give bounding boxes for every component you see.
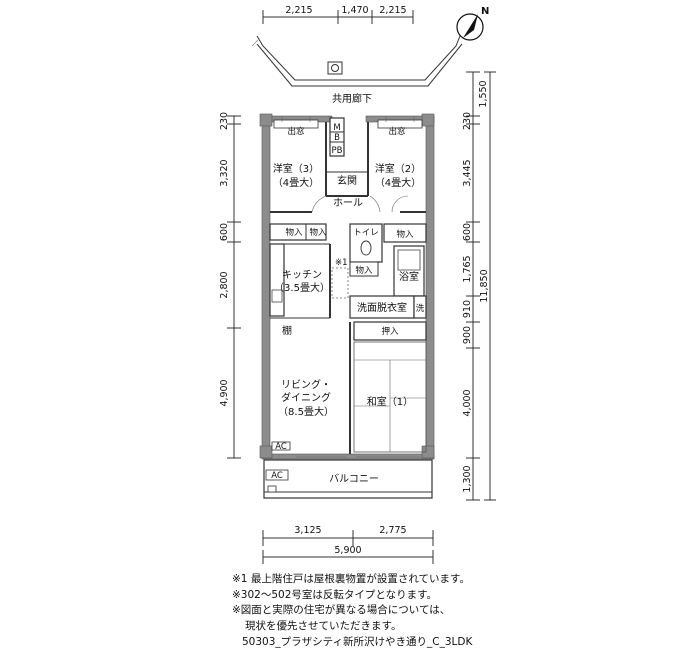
top-dimension: 2,215 1,470 2,215 <box>262 5 414 24</box>
washer-label: 洗 <box>416 303 425 314</box>
ac-label-2: AC <box>271 471 283 481</box>
top-dim-3: 2,215 <box>379 5 406 16</box>
kitchen-name: キッチン <box>282 269 322 281</box>
closet-label: 押入 <box>381 326 399 337</box>
mb-label-m: M <box>333 123 340 133</box>
right-dim-7: 900 <box>462 326 473 344</box>
bedroom2-name: 洋室（2） <box>375 162 421 175</box>
hall-label: ホール <box>333 197 363 209</box>
top-dim-1: 2,215 <box>285 5 312 16</box>
storage-label-4: 物入 <box>355 265 373 276</box>
right-dimensions: 1,550 230 3,445 600 1,765 910 900 4,000 … <box>462 71 496 501</box>
right-dim-5: 1,765 <box>462 255 473 282</box>
shelf-label: 棚 <box>282 324 292 337</box>
footer-caption: 50303_プラザシティ新所沢けやき通り_C_3LDK <box>242 636 473 648</box>
bottom-dimensions: 3,125 2,775 5,900 <box>262 525 434 564</box>
bay-window-left-label: 出窓 <box>287 126 305 137</box>
bottom-dim-2: 2,775 <box>379 525 406 536</box>
right-dim-4: 600 <box>462 223 473 241</box>
toilet-label: トイレ <box>353 228 379 238</box>
bedroom2-size: （4畳大） <box>375 176 421 189</box>
bay-window-right-label: 出窓 <box>388 126 406 137</box>
top-dim-2: 1,470 <box>341 5 368 16</box>
left-dim-2: 3,320 <box>219 159 230 186</box>
left-dim-4: 2,800 <box>219 271 230 298</box>
living-size: （8.5畳大） <box>278 405 334 418</box>
left-dim-3: 600 <box>219 223 230 241</box>
right-dim-2: 230 <box>462 112 473 130</box>
right-dim-8: 4,000 <box>462 389 473 416</box>
attic-note-mark: ※1 <box>335 258 348 268</box>
bedroom3-name: 洋室（3） <box>273 162 319 175</box>
right-dim-total: 11,850 <box>479 269 490 302</box>
note-2: ※302～502号室は反転タイプとなります。 <box>232 588 438 601</box>
right-dim-6: 910 <box>462 300 473 318</box>
note-3: ※図面と実際の住宅が異なる場合については、 <box>232 604 451 616</box>
balcony: AC バルコニー <box>263 459 433 499</box>
notes-block: ※1 最上階住戸は屋根裏物置が設置されています。 ※302～502号室は反転タイ… <box>232 572 672 634</box>
interior-walls: M B PB 物入 物入 物入 トイレ 物入 ※1 浴室 <box>269 117 427 458</box>
room-labels: 洋室（3） （4畳大） 洋室（2） （4畳大） 玄関 ホール キッチン （3.5… <box>273 162 421 418</box>
storage-label-3: 物入 <box>396 229 414 240</box>
left-dim-1: 230 <box>219 112 230 130</box>
floor-plan: 2,215 1,470 2,215 N 共用廊下 230 3,320 600 2… <box>219 5 496 564</box>
compass-icon: N <box>456 6 489 41</box>
right-dim-1: 1,550 <box>478 80 489 107</box>
entrance-label: 玄関 <box>337 174 357 187</box>
pb-label: PB <box>332 146 343 156</box>
bedroom3-size: （4畳大） <box>273 176 319 189</box>
note-4: 現状を優先させていただきます。 <box>245 619 402 632</box>
storage-label-2: 物入 <box>309 227 327 238</box>
right-dim-9: 1,300 <box>462 465 473 492</box>
bath-label: 浴室 <box>399 270 419 283</box>
storage-label-1: 物入 <box>285 227 303 238</box>
balcony-label: バルコニー <box>329 473 379 485</box>
left-dimensions: 230 3,320 600 2,800 4,900 <box>219 112 241 459</box>
left-dim-5: 4,900 <box>219 379 230 406</box>
compass-north-label: N <box>481 6 489 17</box>
exterior-walls <box>259 113 435 460</box>
bottom-dim-1: 3,125 <box>294 525 321 536</box>
mb-label-b: B <box>334 133 340 143</box>
bottom-dim-total: 5,900 <box>334 545 361 556</box>
ac-label-1: AC <box>275 442 287 452</box>
living-name-line1: リビング・ <box>281 378 331 391</box>
washroom-label: 洗面脱衣室 <box>357 301 407 314</box>
right-dim-3: 3,445 <box>462 159 473 186</box>
bay-windows: 出窓 出窓 <box>273 116 423 137</box>
corridor-outline: 共用廊下 <box>251 35 463 105</box>
corridor-label: 共用廊下 <box>332 92 372 105</box>
living-name-line2: ダイニング <box>281 391 331 404</box>
note-1: ※1 最上階住戸は屋根裏物置が設置されています。 <box>232 573 470 585</box>
japanese-room-label: 和室（1） <box>367 395 413 408</box>
kitchen-size: （3.5畳大） <box>274 281 330 294</box>
